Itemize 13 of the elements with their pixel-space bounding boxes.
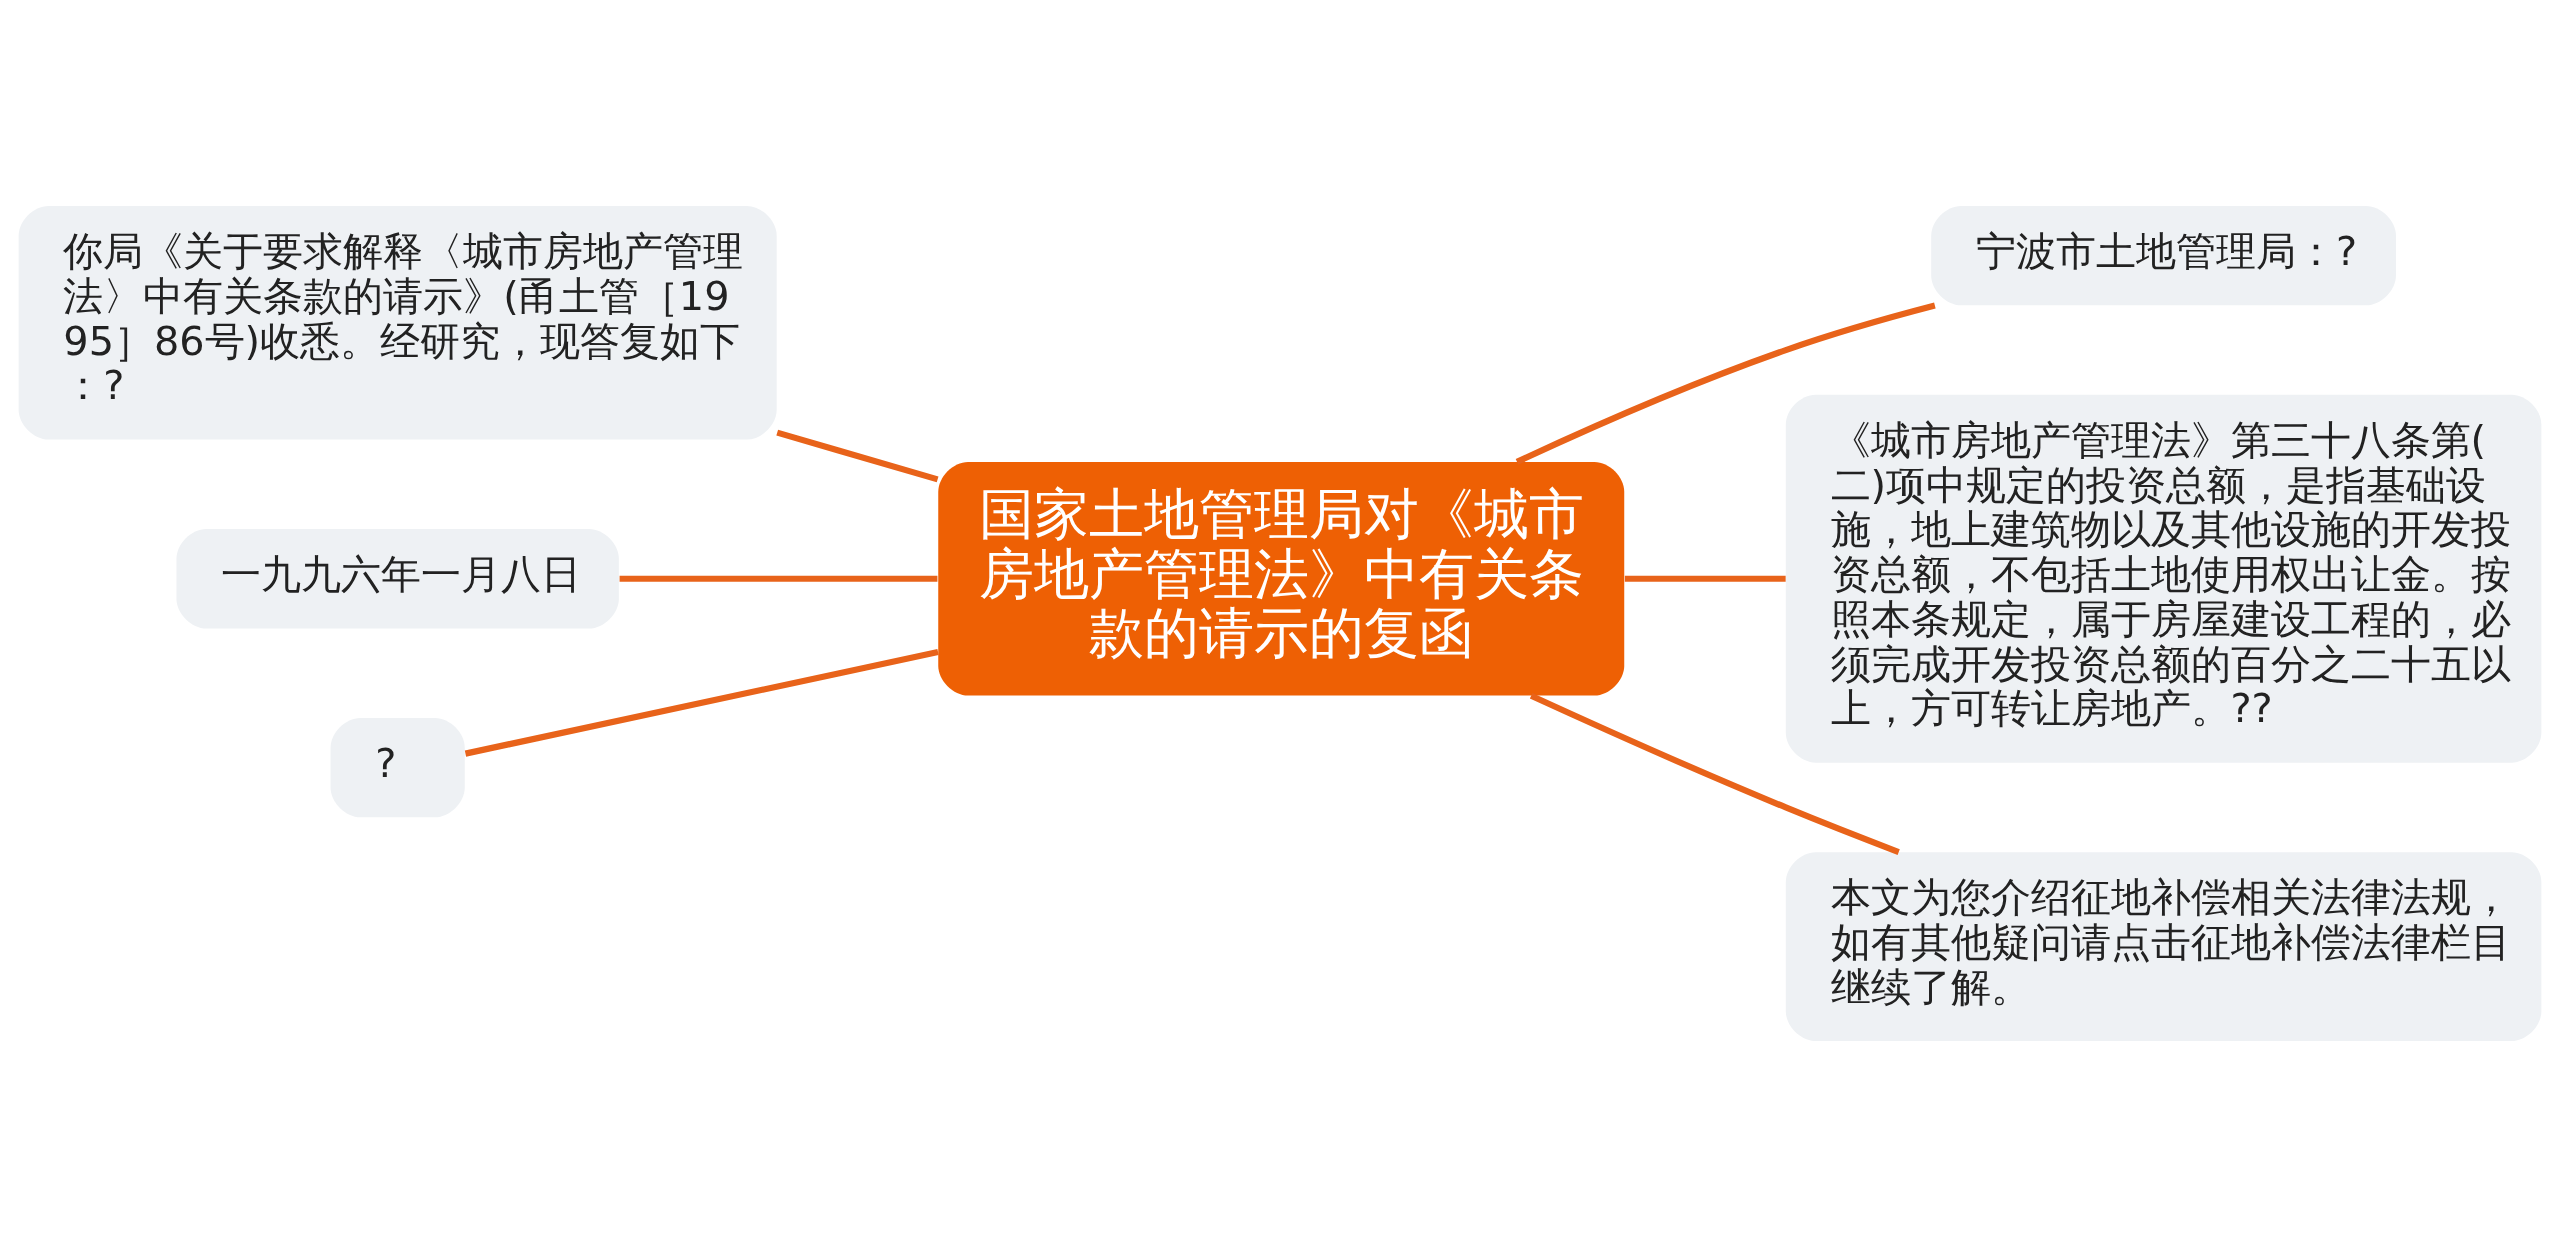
node-box: 《城市房地产管理法》第三十八条第(二)项中规定的投资总额，是指基础设施，地上建筑物以及其他设施的开发投资总额，不包括土地使用权出让金。按照本条规定，属于房屋建设工程的，必须完成开发投资总额的百分之二十五以上，方可转让房地产。?? — [1785, 394, 2542, 763]
node-box: 宁波市土地管理局：? — [1931, 205, 2396, 306]
node-box: ? — [330, 717, 465, 818]
node-box: 你局《关于要求解释〈城市房地产管理法〉中有关条款的请示》(甬土管［1995］86号)收悉。经研究，现答复如下：? — [18, 205, 777, 440]
connector — [619, 575, 938, 582]
connector — [1624, 575, 1786, 582]
connector — [1529, 692, 1900, 855]
connector — [464, 648, 939, 757]
node-box: 一九九六年一月八日 — [176, 529, 619, 629]
connector — [1515, 302, 1936, 465]
connector — [776, 429, 939, 483]
node-box: 国家土地管理局对《城市房地产管理法》中有关条款的请示的复函 — [938, 461, 1625, 696]
node-box: 本文为您介绍征地补偿相关法律法规，如有其他疑问请点击征地补偿法律栏目继续了解。 — [1785, 852, 2542, 1042]
